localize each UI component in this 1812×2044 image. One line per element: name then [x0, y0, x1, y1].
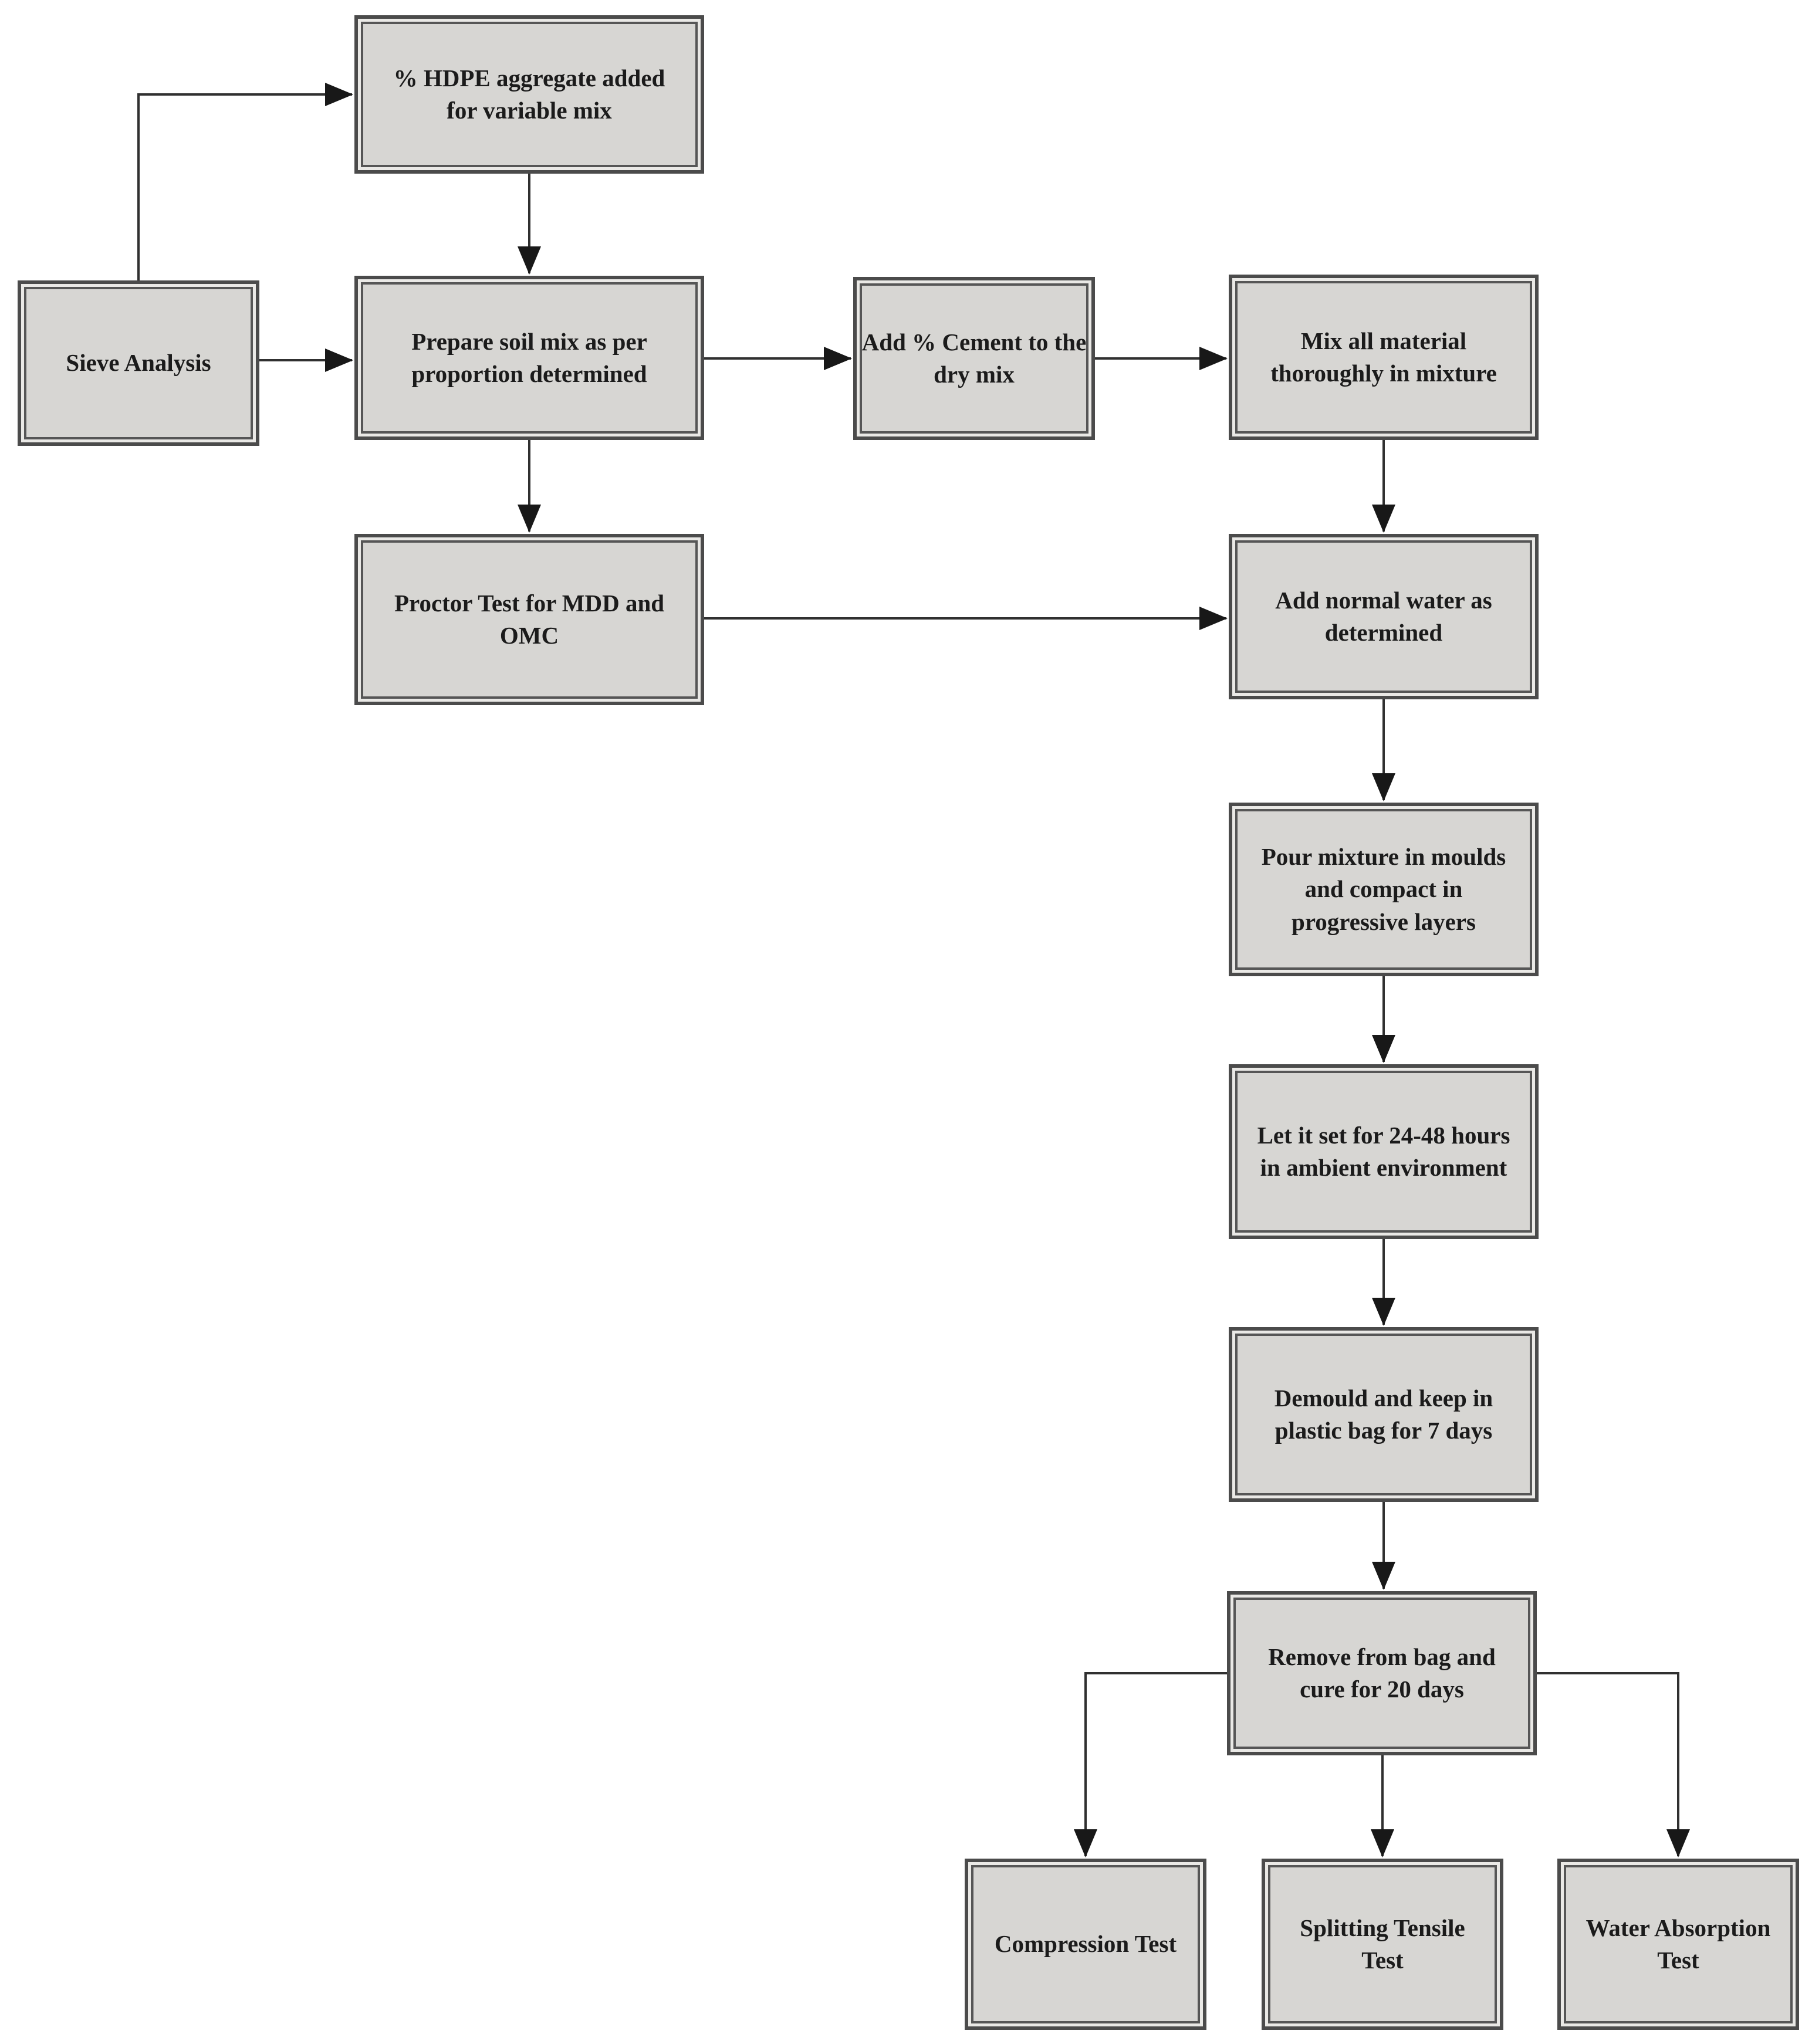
- node-sieve-analysis: Sieve Analysis: [18, 280, 259, 446]
- node-mix-all-material: Mix all material thoroughly in mixture: [1229, 275, 1539, 440]
- edge-sieve-hdpe: [137, 83, 353, 280]
- node-proctor-test: Proctor Test for MDD and OMC: [354, 534, 704, 705]
- node-add-cement: Add % Cement to the dry mix: [853, 277, 1095, 440]
- node-hdpe-aggregate: % HDPE aggregate added for variable mix: [354, 15, 704, 174]
- node-add-normal-water: Add normal water as determined: [1229, 534, 1539, 699]
- node-demould: Demould and keep in plastic bag for 7 da…: [1229, 1327, 1539, 1502]
- edge-remove-compression: [1074, 1672, 1227, 1857]
- node-pour-mixture: Pour mixture in moulds and compact in pr…: [1229, 803, 1539, 976]
- node-remove-from-bag: Remove from bag and cure for 20 days: [1227, 1591, 1537, 1755]
- node-prepare-soil-mix: Prepare soil mix as per proportion deter…: [354, 276, 704, 440]
- node-splitting-tensile-test: Splitting Tensile Test: [1262, 1859, 1503, 2030]
- node-let-it-set: Let it set for 24-48 hours in ambient en…: [1229, 1064, 1539, 1239]
- node-compression-test: Compression Test: [965, 1859, 1206, 2030]
- edge-remove-absorption: [1537, 1672, 1690, 1857]
- node-water-absorption-test: Water Absorption Test: [1557, 1859, 1799, 2030]
